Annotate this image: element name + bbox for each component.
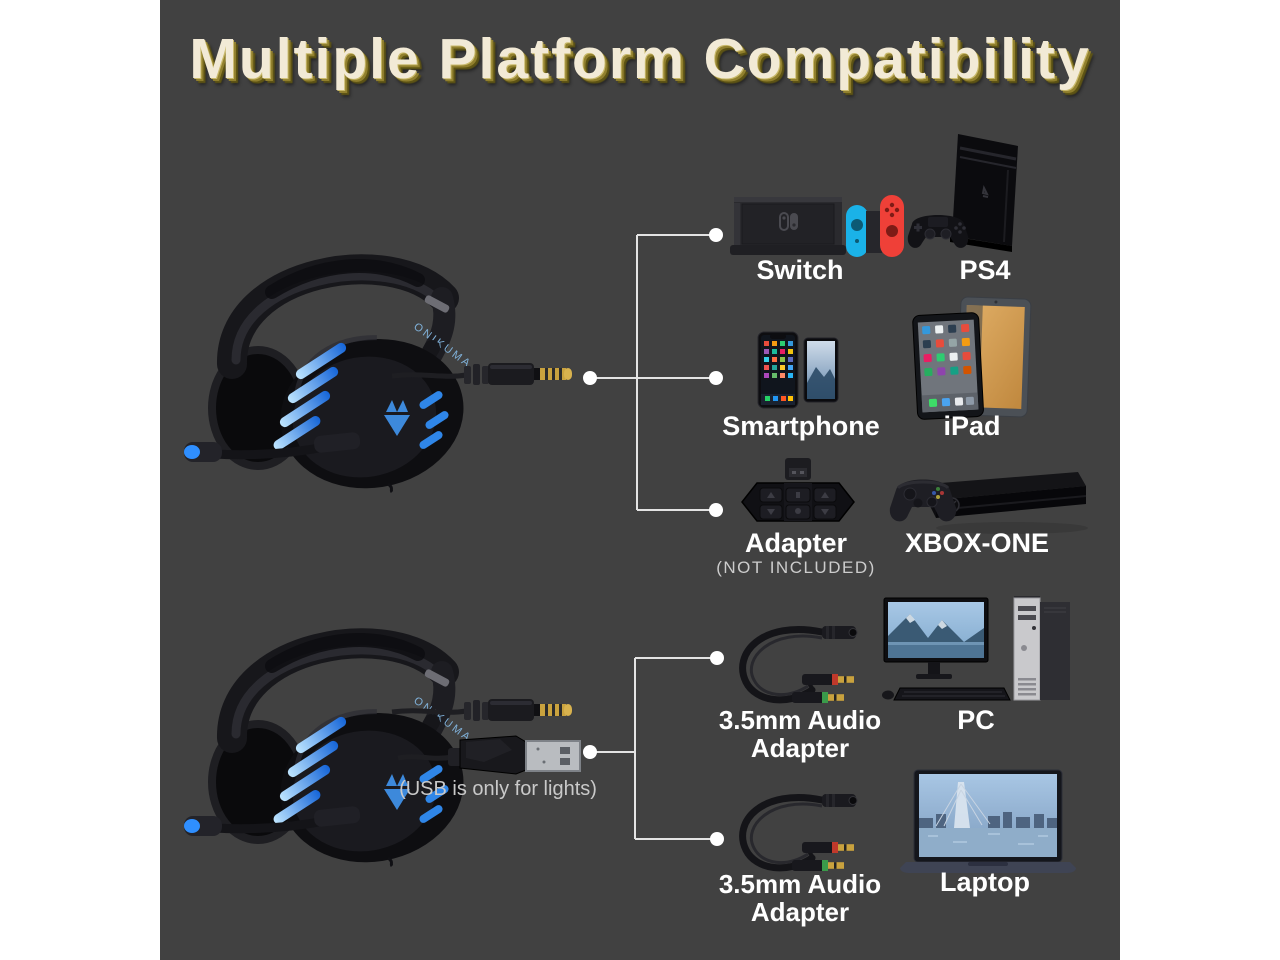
headset-logo (384, 400, 410, 436)
city-silhouette (919, 812, 1057, 830)
nintendo-switch-image (730, 195, 904, 257)
usb-plug-image (397, 735, 581, 775)
xbox-controller (889, 479, 957, 522)
audio-plug-image (392, 688, 578, 732)
smartphone-image (757, 331, 839, 409)
pc-label: PC (957, 705, 995, 735)
audio-splitter-cable-image (739, 626, 858, 704)
switch-logo (779, 212, 798, 231)
headset-adapter-image (741, 458, 855, 522)
right-white-border (1120, 0, 1280, 960)
audio-adapter-2-line1: 3.5mm Audio (718, 869, 882, 899)
audio-adapter-label-line2: Adapter (750, 733, 850, 763)
laptop-image (900, 769, 1076, 873)
ps4-console-image (907, 134, 1018, 252)
audio-adapter-2-line2: Adapter (750, 897, 850, 927)
smartphone-label: Smartphone (722, 411, 880, 441)
audio-plug-image (391, 363, 572, 385)
xbox-label: XBOX-ONE (904, 528, 1050, 558)
switch-label: Switch (756, 255, 844, 285)
ps-logo (981, 184, 989, 198)
headset-led-stripes (273, 342, 449, 450)
ipad-label: iPad (943, 411, 1001, 441)
adapter-label: Adapter (744, 528, 848, 558)
left-white-border (0, 0, 160, 960)
ps4-controller (907, 215, 969, 248)
audio-adapter-label-line1: 3.5mm Audio (718, 705, 882, 735)
ipad-image (912, 296, 1032, 420)
page-title: Multiple Platform Compatibility (189, 27, 1091, 91)
ipad-app-grid (921, 323, 979, 413)
laptop-label: Laptop (940, 867, 1030, 897)
audio-adapter-label-2: 3.5mm Audio Adapter (719, 870, 881, 926)
xbox-one-console-image (889, 472, 1088, 534)
iphone-app-grid (761, 341, 795, 405)
desktop-pc-image (882, 596, 1070, 701)
usb-note: (USB is only for lights) (399, 778, 597, 800)
adapter-note: (NOT INCLUDED) (716, 558, 876, 577)
audio-adapter-label: 3.5mm Audio Adapter (719, 706, 881, 762)
ps4-label: PS4 (959, 255, 1011, 285)
